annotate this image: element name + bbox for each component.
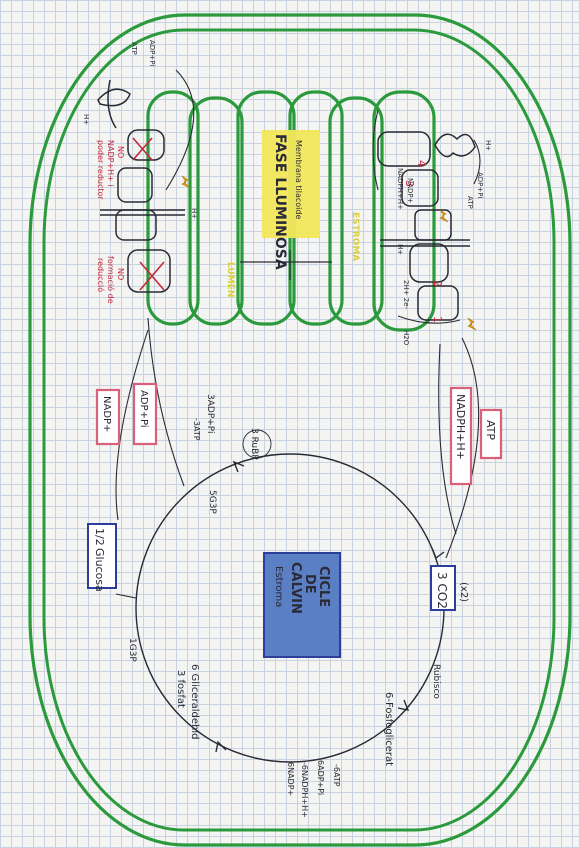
fosfoglicerat-label: 6-Fosfoglicerat: [383, 692, 394, 766]
lightning-icon: [467, 317, 477, 331]
chloroplast-envelope: [28, 13, 572, 847]
nadp-box-label: NADP+: [101, 396, 112, 432]
rubp-circle: [242, 429, 272, 459]
flow-arrows: [115, 317, 480, 599]
thylakoid-connector: [240, 250, 332, 280]
adp3-label: 3ADP+Pi: [205, 394, 215, 434]
no-regen-2: NADP+H+ i: [106, 140, 115, 187]
no-form-2: formació de: [106, 256, 116, 304]
co2-label: 3 CO2: [435, 572, 449, 609]
membrane-complex-right: [377, 131, 476, 321]
complex-numbers: 4 3 2 1: [403, 160, 444, 323]
gadp-label: 6ADP+Pi: [316, 760, 325, 795]
co2-box: [430, 565, 456, 611]
thylakoid-disc-1: [146, 90, 200, 326]
fase-title: FASE LLUMINOSA: [272, 134, 288, 270]
atp-top: ATP: [466, 196, 474, 209]
adp-top: ADP+Pi: [476, 172, 484, 198]
atp-box: [479, 408, 503, 460]
lightning-icons: [181, 175, 477, 331]
g1gap-label: 1G3P: [127, 638, 137, 662]
h2o-label: H2O: [402, 330, 410, 346]
h-low: H+: [190, 208, 198, 219]
thylakoid-disc-6: [372, 90, 436, 332]
gnadp-label: 6NADP+: [286, 762, 295, 796]
gatp-label: -6ATP: [332, 764, 341, 787]
calvin-title-2: DE: [302, 574, 317, 594]
atp-left: ATP: [130, 42, 138, 55]
stroma-label: ESTROMA: [350, 212, 360, 261]
calvin-title-3: CALVIN: [288, 562, 303, 614]
atp3-label: -3ATP: [192, 418, 201, 441]
lightning-icon: [439, 209, 449, 223]
red-crosses: [132, 137, 165, 291]
h-top: H+: [484, 140, 492, 151]
no-form-1: NO: [116, 268, 125, 280]
no-form-3: reducció: [96, 258, 106, 292]
glucosa-frac: 1/2: [93, 528, 106, 546]
h2o-formula: 2H+ 2e-: [402, 280, 410, 310]
lumen-label: LUMEN: [225, 262, 235, 297]
calvin-cycle-arrowheads: [215, 460, 445, 753]
rubp-label: 3 RuBP: [249, 428, 259, 460]
num-3: 3: [403, 180, 416, 187]
num-4: 4: [415, 160, 428, 167]
membrane-arrows: [165, 69, 481, 324]
gnadph-label: -6NADPH+H+: [300, 762, 309, 818]
fase-highlight: [262, 130, 320, 238]
no-regen-3: poder reductor: [96, 140, 105, 200]
fase-subtitle: Membrana tilacoide: [294, 140, 303, 219]
rubisco-label: Rubisco: [431, 664, 441, 699]
nadph-top: NADPH+H+: [396, 168, 404, 210]
blue-boxes: [87, 523, 456, 611]
calvin-center-box: [263, 552, 341, 658]
num-2: 2: [431, 280, 444, 287]
membrane-complex-left: [97, 79, 185, 293]
nadph-box-label: NADPH+H+: [454, 394, 467, 460]
inner-membrane: [42, 28, 556, 832]
glucosa-label: Glucosa: [93, 548, 106, 592]
lightning-icon: [181, 175, 191, 189]
gliceraldehid-label-2: 3 fosfat: [175, 670, 186, 708]
num-1: 1: [431, 316, 444, 323]
thylakoid-stack: [146, 90, 436, 332]
thylakoid-disc-5: [328, 96, 384, 326]
no-regen-1: NO: [116, 146, 125, 158]
h-left: H+: [82, 114, 90, 125]
adp-box: [132, 382, 158, 446]
nadp-top: NADP+: [406, 178, 414, 204]
gliceraldehid-label-1: 6 Gliceraldehid: [189, 664, 200, 739]
glucosa-box: [87, 523, 117, 589]
calvin-title-1: CICLE: [316, 566, 331, 607]
calvin-subtitle: Estroma: [273, 566, 284, 607]
atp-box-label: ATP: [484, 420, 497, 440]
nadp-box: [95, 388, 121, 446]
thylakoid-disc-2: [188, 96, 244, 326]
pink-boxes: [95, 382, 503, 486]
co2-mult: (x2): [458, 582, 469, 602]
adp-box-label: ADP+Pi: [138, 390, 149, 428]
adp-left: ADP+Pi: [148, 40, 156, 66]
outer-membrane: [28, 13, 572, 847]
g5gap-label: 5G3P: [207, 490, 217, 514]
h-mid: H+: [396, 244, 404, 255]
nadph-box: [449, 386, 473, 486]
